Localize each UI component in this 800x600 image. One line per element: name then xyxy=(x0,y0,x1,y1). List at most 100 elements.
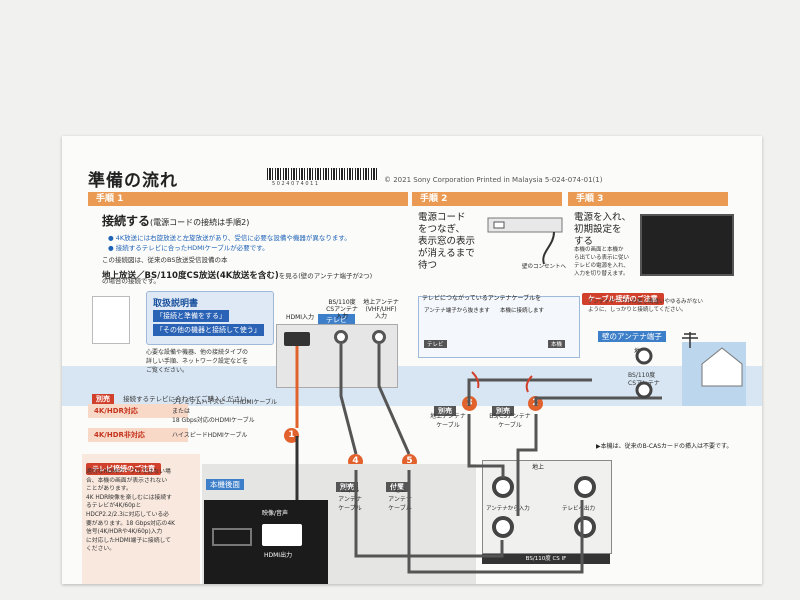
rear-hdmi-out-label: HDMI出力 xyxy=(264,552,293,559)
power-cord-illustration xyxy=(487,217,563,265)
step-2-text: 電源コード をつなぎ、 表示窓の表示 が消えるまで 待つ xyxy=(418,212,475,272)
caution-tv-box xyxy=(82,454,200,584)
cable-2-line: BS/CSアンテナ xyxy=(489,413,531,420)
caution-tv-line: るテレビが4K/60pと xyxy=(86,503,142,510)
manual-section-2: 「その他の機器と接続して使う」 xyxy=(153,324,264,336)
cable-2-tag: 別売 xyxy=(492,398,514,417)
antenna-icon xyxy=(682,332,698,348)
step-3-line: 初期設定を xyxy=(574,224,622,235)
betsubai-tag: 別売 xyxy=(92,394,114,404)
cable-purchase-note: 別売 接続するテレビに合わせてご購入ください。 xyxy=(92,386,253,405)
tv-bs-port xyxy=(334,330,348,344)
bs-to-device xyxy=(516,414,538,516)
cable-5-label: 地上 アンテナ ケーブル xyxy=(380,486,420,513)
terrestrial-cable-tv xyxy=(377,344,411,455)
antenna-inset-left: アンテナ端子から抜きます xyxy=(424,308,490,314)
caution-tv-line: ことがあります。 xyxy=(86,486,132,493)
manual-description: 心要な設備や機器、他の接続タイプの 詳しい手順、ネットワーク設定などを ご覧くだ… xyxy=(146,348,248,375)
cable-3-line: ケーブル xyxy=(436,422,460,429)
manual-booklet-icon xyxy=(92,296,130,344)
cable-5-line: ケーブル xyxy=(388,505,412,512)
rear-out-label: 映像/音声 xyxy=(262,510,289,517)
footnote: ▶本機は、従来のB-CASカードの挿入は不要です。 xyxy=(596,443,733,450)
house-icon xyxy=(701,347,743,387)
step-2-line: 電源コード xyxy=(418,212,466,223)
step-2-line: をつなぎ、 xyxy=(418,224,466,235)
premium-cable-text: プレミアムハイスピードHDMIケーブル または 18 Gbps対応のHDMIケー… xyxy=(172,398,277,425)
step-2-bar: 手順 2 xyxy=(412,192,562,206)
rear-usb-port xyxy=(212,528,252,546)
caution-cable-title: ケーブル接続のご注意 xyxy=(582,293,664,305)
step-3-bar: 手順 3 xyxy=(568,192,728,206)
step-1-bar: 手順 1 xyxy=(88,192,408,206)
tv-terrestrial-in-line: 地上アンテナ xyxy=(363,299,399,306)
bs-if-label: BS/110度 CS IF xyxy=(482,554,610,564)
step-3-line: する xyxy=(574,236,594,247)
page-title: 準備の流れ xyxy=(88,171,178,191)
broadcast-line: 地上放送／BS/110度CS放送(4K放送を含む)を見る(壁のアンテナ端子が2つ… xyxy=(102,263,372,282)
step-2-line: 待つ xyxy=(418,260,438,271)
barcode xyxy=(267,168,379,180)
step-3-text: 電源を入れ、 初期設定を する xyxy=(574,212,631,248)
example-caption: この接続図は、従来のBS放送受信設備の本 xyxy=(102,256,228,264)
cable-3-betsubai: 別売 xyxy=(434,406,456,416)
caution-tv-line: HDCP2.2/2.3に対応している必 xyxy=(86,511,169,518)
antenna-inset-title: テレビにつながっているアンテナケーブルを xyxy=(422,295,542,302)
broadcast-line-suffix-2: の場合の接続です。 xyxy=(102,277,160,285)
step-1-heading: 接続する(電源コードの接続は手順2) xyxy=(102,212,249,229)
caution-cable-line: ように、しっかりと接続してください。 xyxy=(588,307,687,313)
rear-hdmi-port xyxy=(262,524,302,546)
cable-4-line: ケーブル xyxy=(338,505,362,512)
cable-3-line: 地上アンテナ xyxy=(430,413,466,420)
tv-terrestrial-in-label: 地上アンテナ (VHF/UHF) 入力 xyxy=(362,299,400,320)
antenna-inset-right: 本機に接続します xyxy=(500,308,545,314)
manual-description-line: 心要な設備や機器、他の接続タイプの xyxy=(146,349,249,356)
caution-tv-title: テレビ接続のご注意 xyxy=(86,463,161,475)
highspeed-cable-text: ハイスピードHDMIケーブル xyxy=(172,432,248,439)
rear-title: 本機後面 xyxy=(206,479,244,490)
tv-terrestrial-in-line: 入力 xyxy=(374,313,387,320)
premium-cable-line: プレミアムハイスピードHDMIケーブル xyxy=(172,399,277,406)
tv-bs-in-label: BS/110度 CSアンテナ 入力 xyxy=(324,299,360,320)
step-3-note-line: テレビの電源を入れ、 xyxy=(574,263,630,269)
cable-purchase-text: 接続するテレビに合わせてご購入ください。 xyxy=(123,395,254,403)
manual-title: 取扱説明書 xyxy=(153,299,199,309)
caution-tv-tag: テレビ接続のご注意 xyxy=(86,456,161,475)
caution-tv-line: 4K HDR映像を楽しむには接続す xyxy=(86,494,172,501)
tv-out-bs-port xyxy=(574,516,596,538)
outlet-label: 壁のコンセントへ xyxy=(522,264,567,270)
cable-5-tag: 付属 xyxy=(386,474,408,493)
step-1-bullet-1: ● 4K放送には右旋放送と左旋放送があり、受信に必要な設備や機器が異なります。 xyxy=(108,234,351,242)
wall-antenna-title: 壁のアンテナ端子 xyxy=(598,331,666,342)
k4-hdr-label: 4K/HDR対応 xyxy=(94,407,138,415)
cable-2-label: BS/CSアンテナ ケーブル xyxy=(480,412,540,430)
cable-5-line: アンテナ xyxy=(388,496,412,503)
wall-bs-port xyxy=(635,381,653,399)
wall-bs-line: BS/110度 xyxy=(628,372,656,379)
step-3-line: 電源を入れ、 xyxy=(574,212,632,223)
tv-out-label: テレビへ出力 xyxy=(562,506,596,512)
setup-leaflet: 準備の流れ 5 0 2 4 0 7 4 0 1 1 © 2021 Sony Co… xyxy=(62,136,762,584)
caution-tv-line: ください。 xyxy=(86,546,115,553)
wall-bs-cable xyxy=(534,396,662,406)
caution-tv-line: 合、本機の画面が表示されない xyxy=(86,477,168,484)
caution-tv-line: に対応したHDMI端子に接続して xyxy=(86,537,171,544)
manual-callout: 取扱説明書 「接続と準備をする」 「その他の機器と接続して使う」 xyxy=(146,291,274,345)
k4-hdr-non-label: 4K/HDR非対応 xyxy=(94,431,145,439)
cable-4-betsubai: 別売 xyxy=(336,482,358,492)
cable-5-fuzoku: 付属 xyxy=(386,482,408,492)
caution-tv-line: 適切なHDMIケーブルではない場 xyxy=(86,469,171,475)
red-arrow xyxy=(525,375,533,393)
red-arrow xyxy=(471,371,480,389)
tv-bs-in-line: BS/110度 xyxy=(328,299,356,306)
step-3-note-line: 入力を切り替えます。 xyxy=(574,271,629,277)
broadcast-line-main: 地上放送／BS/110度CS放送(4K放送を含む) xyxy=(102,271,279,281)
premium-cable-line: または xyxy=(172,408,191,415)
manual-section-1: 「接続と準備をする」 xyxy=(153,310,229,322)
bs-cable-tv xyxy=(339,344,358,455)
step-2-line: が消えるまで xyxy=(418,248,475,259)
premium-cable-line: 18 Gbps対応のHDMIケーブル xyxy=(172,417,255,424)
cable-4-line: BS/CS xyxy=(341,487,359,494)
step-1-heading-text: 接続する xyxy=(102,214,151,228)
caution-cable-text: アンテナケーブルの差し間違いやゆるみがない ように、しっかりと接続してください。 xyxy=(588,298,703,314)
